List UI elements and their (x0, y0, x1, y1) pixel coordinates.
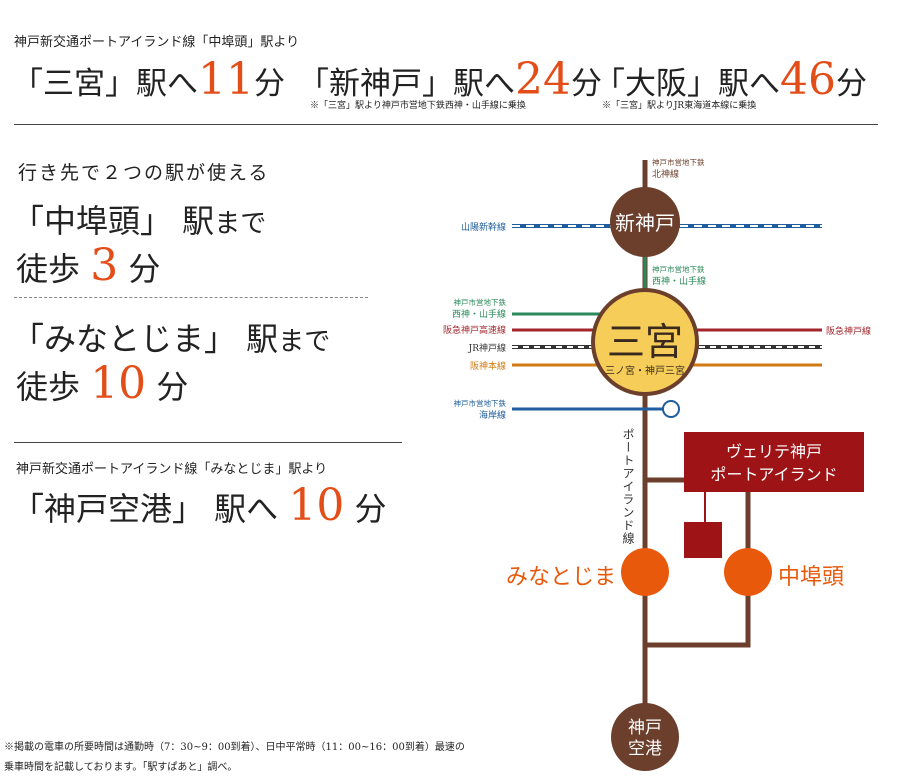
walk2-unit: 分 (156, 368, 189, 406)
sannomiya-sub: 三ノ宮・神戸三宮 (605, 364, 685, 377)
airport-unit: 分 (354, 490, 387, 528)
hokushin-sub-label: 神戸市営地下鉄 (652, 157, 705, 167)
minatojima-station (621, 548, 669, 596)
nakafuto-label: 中埠頭 (778, 565, 844, 590)
walk2-time: 徒歩 10 分 (16, 358, 188, 409)
kaigan-sub-label: 神戸市営地下鉄 (454, 398, 507, 408)
route-dest: 「大阪」駅へ (594, 66, 780, 102)
property-marker (684, 522, 722, 558)
walk2-station: 「みなとじま」 駅まで (12, 314, 330, 360)
property-label-1: ヴェリテ神戸 (726, 442, 822, 461)
hanshin-label: 阪神本線 (470, 360, 506, 372)
sanyo-label: 山陽新幹線 (461, 221, 506, 233)
shinkobe-station (610, 187, 680, 257)
airport-caption: 神戸新交通ポートアイランド線「みなとじま」駅より (16, 462, 328, 477)
hankyu-right-label: 阪急神戸線 (826, 325, 871, 337)
seishin-left-sub-label: 神戸市営地下鉄 (454, 297, 507, 307)
walk2-suffix: まで (278, 327, 331, 357)
route-unit: 分 (836, 66, 867, 102)
seishin-top-label: 西神・山手線 (652, 275, 706, 287)
walk2-prefix: 徒歩 (16, 368, 81, 406)
property-label-2: ポートアイランド (710, 465, 837, 484)
sannomiya-label: 三宮 (607, 320, 683, 364)
walk1-time: 徒歩 3 分 (16, 240, 160, 291)
route-unit: 分 (254, 66, 285, 102)
kobe-airport-label-2: 空港 (628, 739, 662, 759)
route-dest: 「新神戸」駅へ (298, 66, 515, 102)
route-minutes: 24 (515, 54, 571, 105)
route-unit: 分 (571, 66, 602, 102)
route-shinkobe: 「新神戸」駅へ24分 (298, 54, 602, 105)
walk1-station: 「中埠頭」 駅まで (12, 196, 266, 242)
dashed-divider (14, 297, 368, 298)
footer-note: ※掲載の電車の所要時間は通勤時（7：30~9：00到着）、日中平常時（11：00… (4, 738, 465, 778)
line-caption: 神戸新交通ポートアイランド線「中埠頭」駅より (14, 35, 300, 50)
walk2-station-name: 「みなとじま」 駅 (12, 320, 279, 358)
nakafuto-station (724, 548, 772, 596)
airport-minutes: 10 (288, 480, 345, 531)
header-divider (14, 124, 878, 125)
route-sannomiya: 「三宮」駅へ11分 (12, 54, 285, 105)
footer-line-2: 乗車時間を記載しております。「駅すぱあと」調べ。 (4, 762, 238, 773)
left-divider (14, 442, 402, 443)
seishin-top-sub-label: 神戸市営地下鉄 (652, 264, 705, 274)
kobe-airport-label-1: 神戸 (628, 718, 662, 738)
minatojima-label: みなとじま (506, 565, 616, 590)
sannomiya-station (591, 288, 699, 396)
route-minutes: 46 (780, 54, 836, 105)
subtitle: 行き先で２つの駅が使える (18, 162, 270, 184)
kaigan-station (662, 400, 680, 418)
airport-dest: 「神戸空港」 駅へ (12, 490, 279, 528)
route-dest: 「三宮」駅へ (12, 66, 198, 102)
walk1-suffix: まで (214, 209, 267, 239)
seishin-left-label: 西神・山手線 (452, 308, 506, 320)
shinkobe-label: 新神戸 (615, 211, 675, 235)
walk1-station-name: 「中埠頭」 駅 (12, 202, 215, 240)
hankyu-kosoku-label: 阪急神戸高速線 (443, 324, 506, 336)
walk1-unit: 分 (128, 250, 161, 288)
airport-route: 「神戸空港」 駅へ 10 分 (12, 480, 387, 531)
walk2-minutes: 10 (90, 358, 147, 409)
kobe-airport-station (611, 703, 679, 771)
route-note: ※「三宮」駅よりJR東海道本線に乗換 (602, 101, 757, 111)
hokushin-label: 北神線 (652, 168, 679, 180)
route-minutes: 11 (198, 54, 254, 105)
property-box (684, 432, 864, 492)
route-note: ※「三宮」駅より神戸市営地下鉄西神・山手線に乗換 (310, 101, 526, 111)
walk1-minutes: 3 (90, 240, 119, 291)
kaigan-label: 海岸線 (479, 409, 506, 421)
route-osaka: 「大阪」駅へ46分 (594, 54, 867, 105)
walk1-prefix: 徒歩 (16, 250, 81, 288)
footer-line-1: ※掲載の電車の所要時間は通勤時（7：30~9：00到着）、日中平常時（11：00… (4, 742, 465, 753)
jr-label: JR神戸線 (468, 342, 506, 354)
port-liner-label: ポートアイランド線 (621, 428, 635, 545)
